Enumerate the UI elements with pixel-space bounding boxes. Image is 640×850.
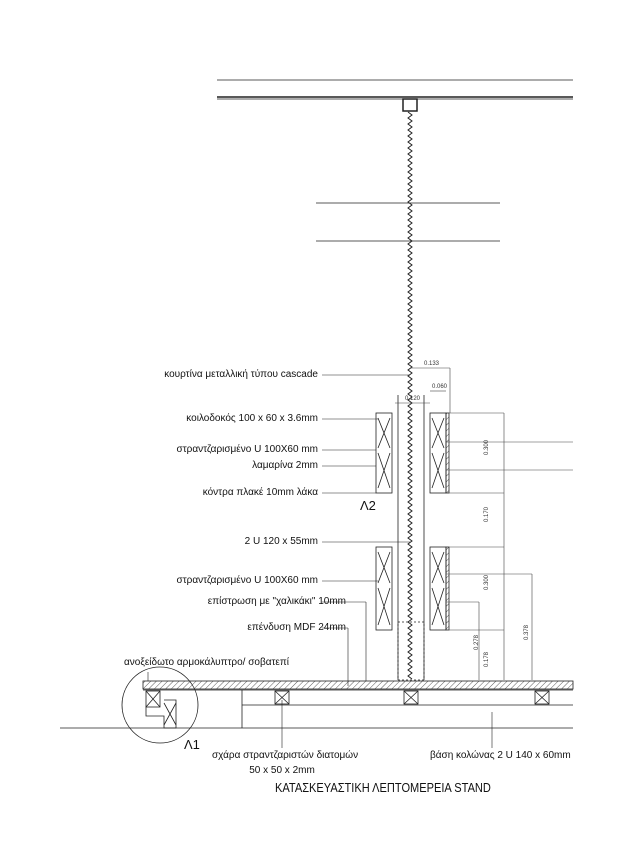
dim-0300-a: 0.300: [484, 439, 490, 455]
label-bent-u-2: στραντζαρισμένο U 100X60 mm: [176, 575, 318, 586]
label-gravel: επίστρωση με "χαλικάκι" 10mm: [207, 596, 346, 607]
ceiling: [217, 79, 573, 112]
dim-0170: 0.170: [484, 506, 490, 522]
dim-0378: 0.378: [524, 624, 530, 640]
detail-circle-l1: [121, 666, 199, 744]
label-hollow-beam: κοιλοδοκός 100 x 60 x 3.6mm: [186, 413, 318, 424]
dim-0278: 0.278: [474, 634, 480, 650]
leader-lines: [147, 374, 493, 748]
label-column-base: βάση κολώνας 2 U 140 x 60mm: [430, 750, 571, 761]
label-mdf: επένδυση MDF 24mm: [247, 622, 346, 633]
dim-0120: 0.120: [405, 396, 421, 402]
break-lines: [316, 202, 500, 242]
floor: [60, 666, 574, 744]
dimension-lines: [395, 367, 573, 680]
label-grid-size: 50 x 50 x 2mm: [249, 765, 315, 776]
detail-tag-l1: Λ1: [184, 737, 200, 752]
label-sheet: λαμαρίνα 2mm: [252, 460, 318, 471]
dim-0133: 0.133: [424, 361, 440, 367]
curtain-chain: [407, 111, 413, 680]
dim-0300-b: 0.300: [484, 574, 490, 590]
dim-0178: 0.178: [484, 651, 490, 667]
label-double-u: 2 U 120 x 55mm: [244, 536, 318, 547]
drawing-title: ΚΑΤΑΣΚΕΥΑΣΤΙΚΗ ΛΕΠΤΟΜΕΡΕΙΑ STAND: [275, 780, 491, 795]
detail-tag-l2: Λ2: [360, 498, 376, 513]
label-bent-u-1: στραντζαρισμένο U 100X60 mm: [176, 444, 318, 455]
label-curtain: κουρτίνα μεταλλική τύπου cascade: [164, 369, 318, 380]
label-plywood: κόντρα πλακέ 10mm λάκα: [202, 487, 318, 498]
dim-0060: 0.060: [432, 384, 448, 390]
label-skirting: ανοξείδωτο αρμοκάλυπτρο/ σοβατεπί: [124, 657, 290, 668]
label-grid: σχάρα στραντζαριστών διατομών: [212, 750, 359, 761]
